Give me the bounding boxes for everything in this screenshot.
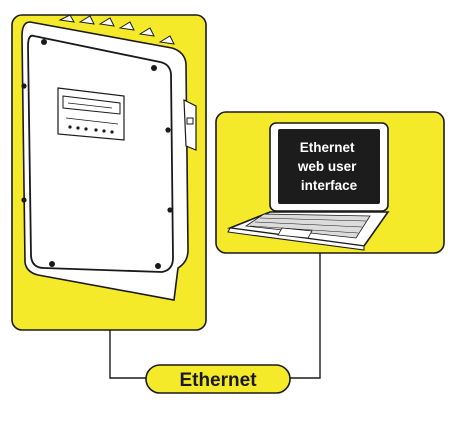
laptop-icon: Ethernet web user interface <box>226 122 390 251</box>
inverter-display-icon <box>57 87 125 141</box>
ethernet-label-text: Ethernet <box>179 370 257 391</box>
ethernet-label: Ethernet <box>145 364 291 394</box>
screen-text-line-2: web user <box>297 159 357 174</box>
inverter-device-icon <box>21 14 197 301</box>
laptop-screen <box>278 129 380 204</box>
svg-text:Ethernet web user: Ethernet web user interface <box>297 140 360 193</box>
screen-text-line-1: Ethernet <box>300 140 355 155</box>
ethernet-connector-lines <box>109 253 321 379</box>
screen-text-line-3: interface <box>301 178 358 193</box>
